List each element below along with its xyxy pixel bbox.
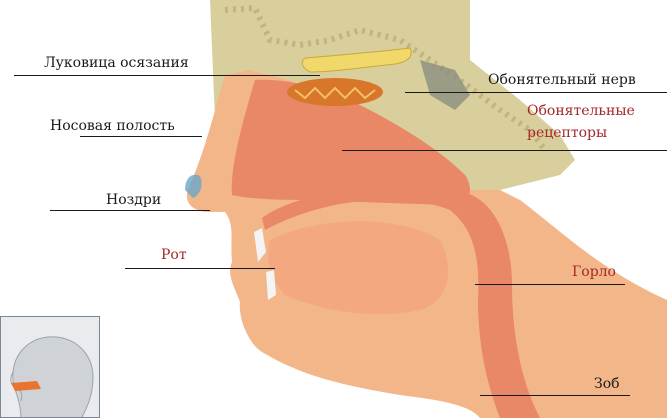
head-profile-inset xyxy=(0,316,100,418)
label-receptors-line2: рецепторы xyxy=(527,125,607,141)
olfactory-receptors xyxy=(287,78,383,106)
pointer-nasal-cavity xyxy=(80,136,202,137)
pointer-mouth xyxy=(125,268,275,269)
pointer-receptors xyxy=(342,150,667,151)
label-throat: Горло xyxy=(572,264,616,280)
head-profile-icon xyxy=(1,317,100,418)
pointer-olfactory-bulb xyxy=(14,75,320,76)
pointer-throat xyxy=(475,284,625,285)
pointer-olfactory-nerve xyxy=(405,92,667,93)
label-olfactory-nerve: Обонятельный нерв xyxy=(488,72,636,88)
label-mouth: Рот xyxy=(161,247,187,263)
label-goiter: Зоб xyxy=(594,376,620,392)
label-receptors-line1: Обонятельные xyxy=(527,103,635,119)
label-nostrils: Ноздри xyxy=(106,192,161,208)
label-olfactory-bulb: Луковица осязания xyxy=(44,55,189,71)
label-nasal-cavity: Носовая полость xyxy=(50,118,175,134)
pointer-nostrils xyxy=(50,210,210,211)
pointer-goiter xyxy=(480,395,630,396)
